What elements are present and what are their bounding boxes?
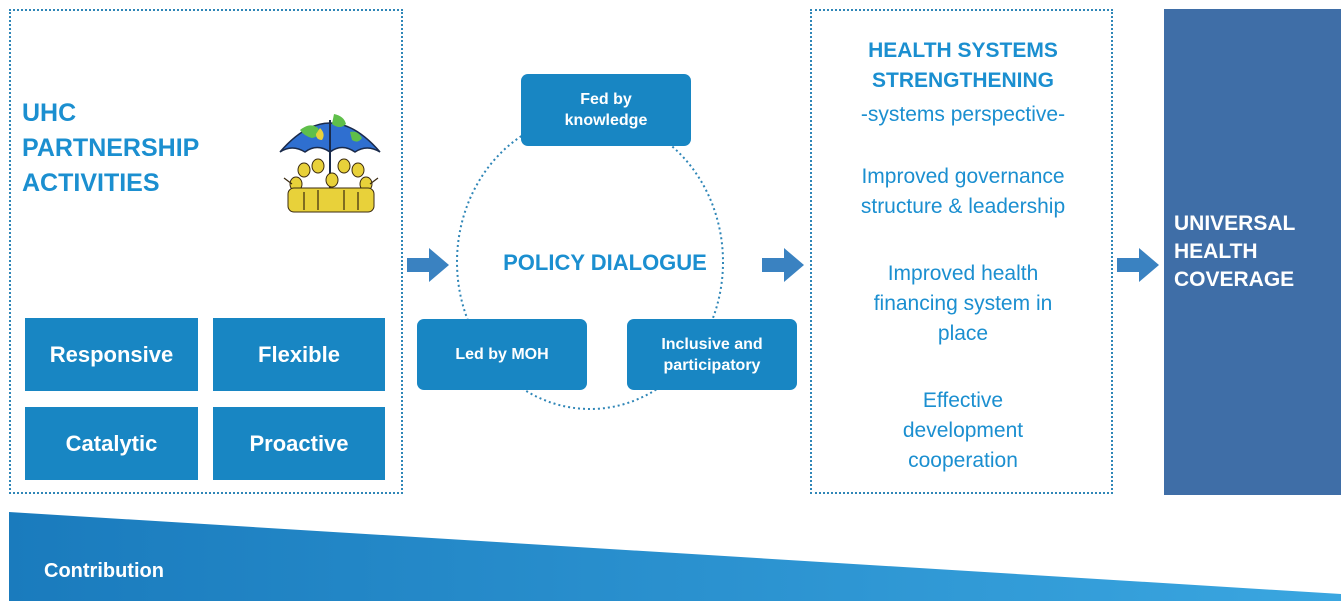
- uhc-outcome-label: UNIVERSAL HEALTH COVERAGE: [1174, 212, 1296, 291]
- arrow-right-icon: [407, 248, 449, 282]
- attribute-tile-flexible: Flexible: [213, 318, 385, 391]
- hss-heading: HEALTH SYSTEMS STRENGTHENING: [868, 39, 1058, 92]
- attribute-tile-responsive: Responsive: [25, 318, 198, 391]
- node-led-by-moh: Led by MOH: [417, 319, 587, 390]
- hss-outcome-governance: Improved governance structure & leadersh…: [860, 165, 1066, 218]
- node-inclusive-participatory: Inclusive and participatory: [627, 319, 797, 390]
- contribution-bar: [9, 512, 1341, 601]
- dialogue-cycle-ring: [456, 115, 724, 410]
- contribution-label: Contribution: [44, 560, 164, 582]
- hss-subheading: -systems perspective-: [860, 103, 1066, 126]
- arrow-right-icon: [762, 248, 804, 282]
- partnership-panel: [9, 9, 403, 494]
- hss-outcome-cooperation: Effective development cooperation: [902, 389, 1024, 472]
- attribute-tile-proactive: Proactive: [213, 407, 385, 480]
- partnership-title: UHC PARTNERSHIP ACTIVITIES: [22, 99, 200, 197]
- umbrella-over-crowd-icon: [279, 114, 381, 213]
- hss-outcome-financing: Improved health financing system in plac…: [873, 262, 1053, 345]
- node-fed-by-knowledge: Fed by knowledge: [521, 74, 691, 146]
- arrow-right-icon: [1117, 248, 1159, 282]
- policy-dialogue-label: POLICY DIALOGUE: [503, 250, 707, 275]
- health-systems-panel: [810, 9, 1113, 494]
- uhc-outcome-box: [1164, 9, 1341, 495]
- attribute-tile-catalytic: Catalytic: [25, 407, 198, 480]
